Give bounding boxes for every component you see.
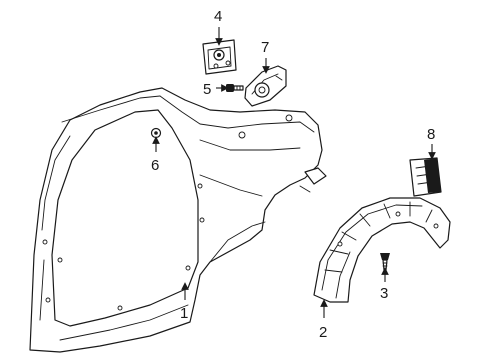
quarter-panel bbox=[29, 87, 327, 353]
air-vent bbox=[409, 157, 442, 197]
callout-5: 5 bbox=[203, 81, 211, 98]
callout-labels: 1 2 3 4 5 6 7 8 bbox=[151, 8, 435, 341]
callout-2: 2 bbox=[319, 324, 327, 341]
liner-screw bbox=[380, 253, 390, 271]
fuel-door bbox=[244, 65, 287, 107]
callout-3: 3 bbox=[380, 285, 388, 302]
callout-8: 8 bbox=[427, 126, 435, 143]
retainer-clip bbox=[150, 127, 162, 139]
callout-7: 7 bbox=[261, 39, 269, 56]
leader-lines bbox=[152, 27, 436, 318]
callout-4: 4 bbox=[214, 8, 222, 25]
callout-6: 6 bbox=[151, 157, 159, 174]
callout-1: 1 bbox=[180, 305, 188, 322]
wheelhouse-liner bbox=[313, 197, 451, 303]
housing-bolt bbox=[226, 84, 244, 92]
fuel-filler-housing bbox=[202, 39, 237, 75]
